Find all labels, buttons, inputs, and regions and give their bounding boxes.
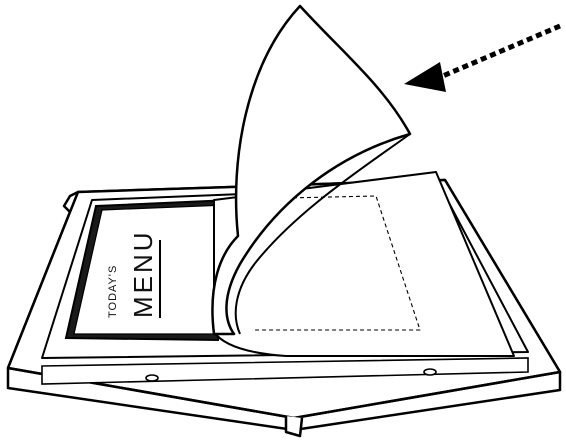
channel-peg-right — [424, 369, 436, 375]
dotted-arrow-icon — [404, 26, 560, 92]
channel-peg-left — [146, 375, 158, 381]
tray-front-tab — [286, 416, 302, 436]
menu-card-title-small: TODAY'S — [107, 265, 119, 318]
arrow-shaft — [438, 26, 560, 78]
arrow-head — [404, 62, 446, 92]
menu-card-title-large: MENU — [128, 229, 158, 318]
